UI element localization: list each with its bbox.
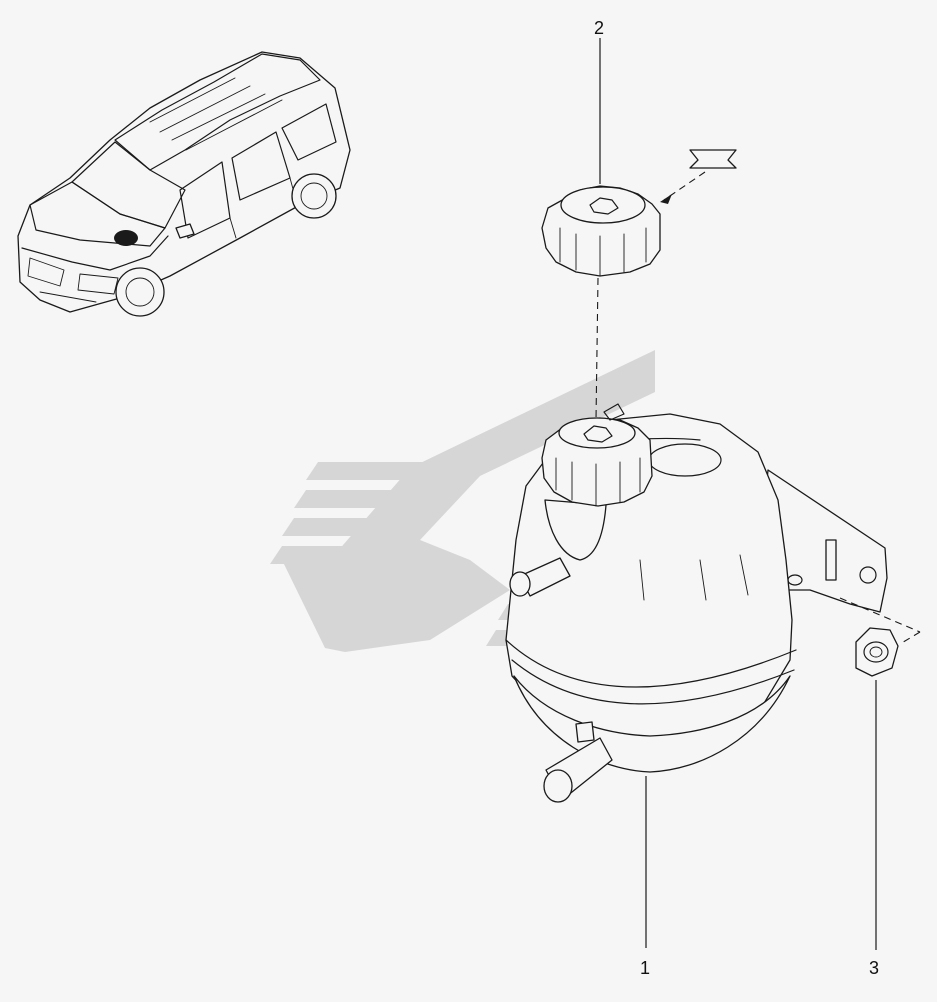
expansion-tank bbox=[505, 403, 888, 803]
torque-label-box bbox=[689, 149, 737, 169]
pressure-cap-detached bbox=[541, 185, 661, 277]
callout-3: 3 bbox=[869, 958, 879, 978]
flange-nut bbox=[855, 627, 899, 677]
vehicle-illustration bbox=[17, 51, 351, 317]
callout-2: 2 bbox=[594, 18, 604, 38]
callout-1: 1 bbox=[640, 958, 650, 978]
